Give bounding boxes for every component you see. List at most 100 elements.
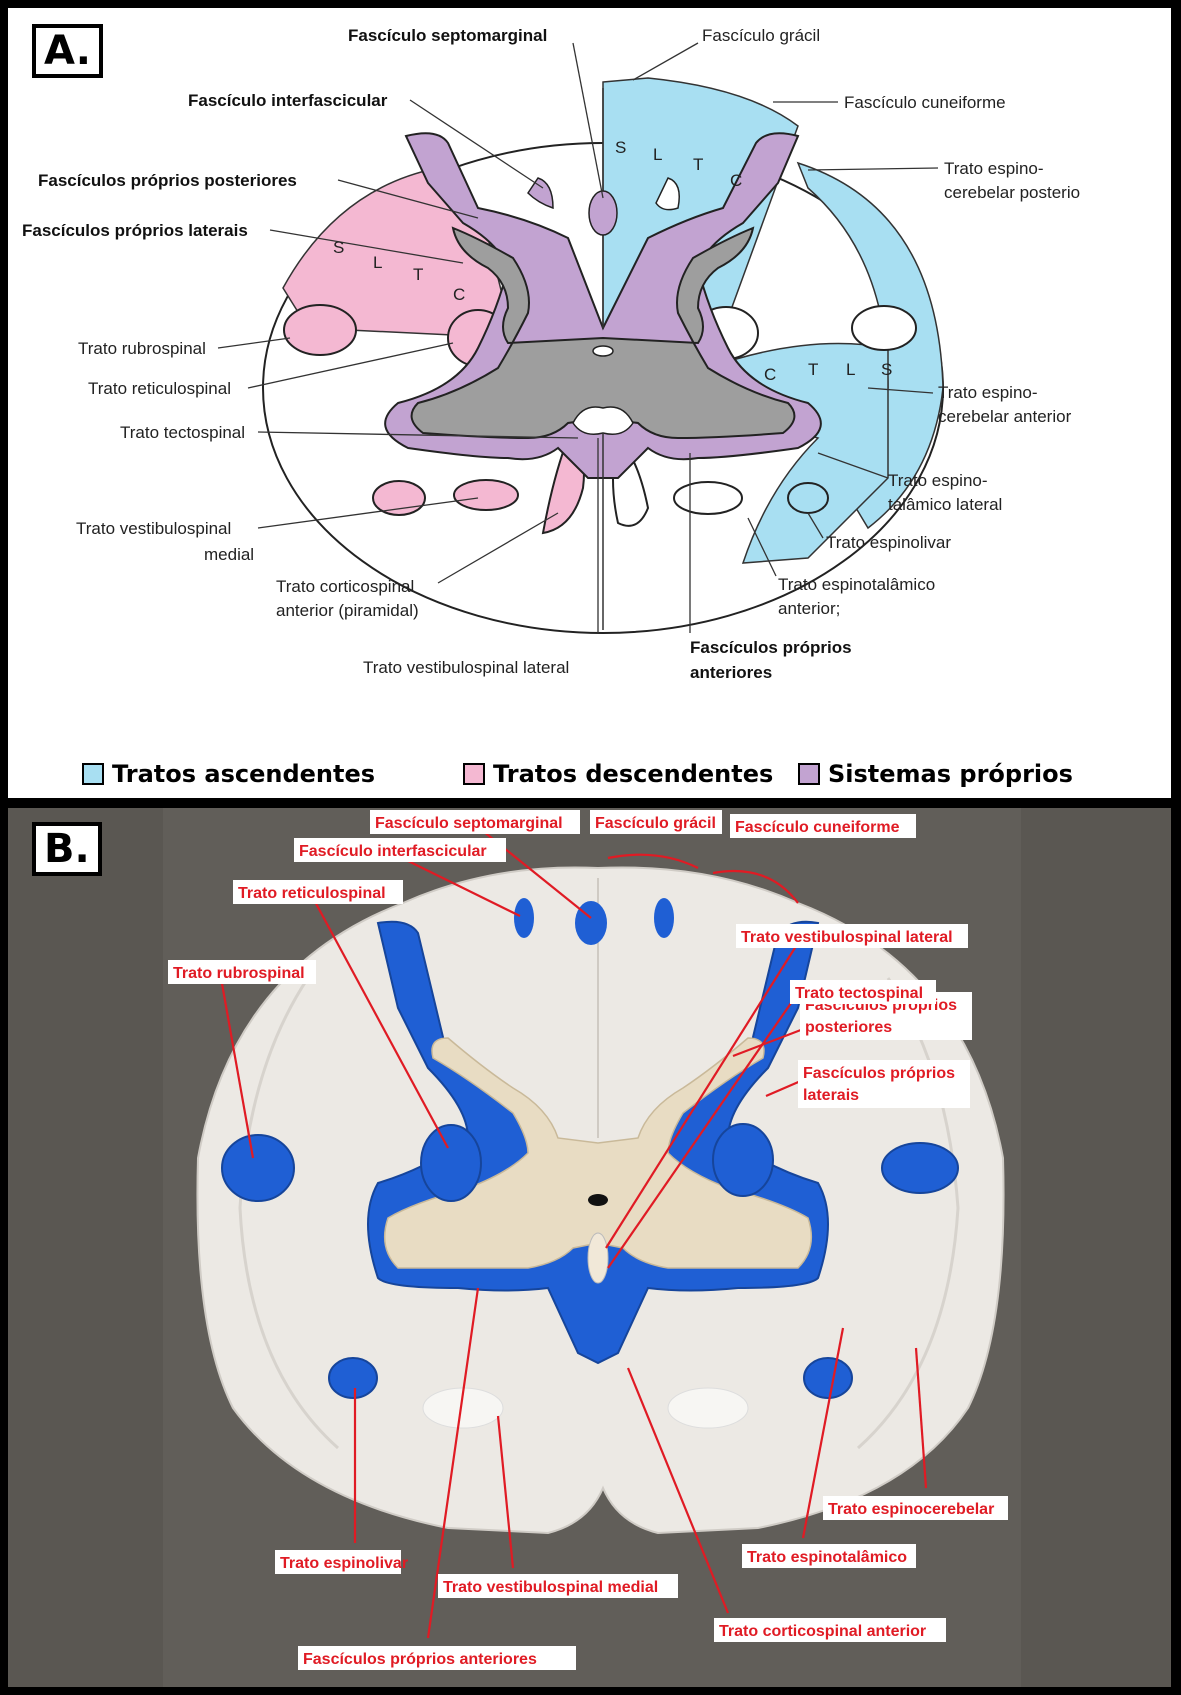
svg-text:Fascículos próprios: Fascículos próprios — [803, 1065, 955, 1082]
tag-vestibulospinal-medial: Trato vestibulospinal medial — [438, 1574, 678, 1598]
tag-cuneiforme: Fascículo cuneiforme — [730, 814, 916, 838]
label-espinotalamico-anterior-2: anterior; — [778, 599, 840, 618]
tag-vestibulospinal-lateral: Trato vestibulospinal lateral — [736, 924, 968, 948]
somatotopy-right-bottom-s: S — [881, 360, 892, 379]
label-tectospinal: Trato tectospinal — [120, 423, 245, 442]
panel-b-photo: Fascículo septomarginal Fascículo grácil… — [8, 808, 1171, 1687]
rubrospinal-tract — [284, 305, 356, 355]
right-rubrospinal — [852, 306, 916, 350]
svg-text:Trato espinolivar: Trato espinolivar — [280, 1555, 408, 1572]
legend-label-descendentes: Tratos descendentes — [493, 760, 773, 788]
tag-espinolivar: Trato espinolivar — [275, 1550, 408, 1574]
spinal-cord-diagram: S L T C S L T C C T L S Fascículo septom… — [8, 8, 1171, 748]
label-espinotalamico-anterior-1: Trato espinotalâmico — [778, 575, 935, 594]
svg-text:posteriores: posteriores — [805, 1019, 892, 1036]
tag-interfascicular: Fascículo interfascicular — [294, 838, 506, 862]
label-gracil: Fascículo grácil — [702, 26, 820, 45]
tag-rubrospinal: Trato rubrospinal — [168, 960, 316, 984]
somatotopy-left-s: S — [333, 238, 344, 257]
model-vestibulospinal-lateral — [588, 1233, 608, 1283]
somatotopy-right-top-t: T — [693, 155, 703, 174]
spinal-cord-3d-model: Fascículo septomarginal Fascículo grácil… — [8, 808, 1171, 1687]
label-vestibulospinal-medial-2: medial — [204, 545, 254, 564]
legend-swatch-descendentes — [463, 763, 485, 785]
somatotopy-left-t: T — [413, 265, 423, 284]
svg-text:Trato corticospinal anterior: Trato corticospinal anterior — [719, 1623, 926, 1640]
svg-text:laterais: laterais — [803, 1087, 859, 1104]
somatotopy-left-c: C — [453, 285, 465, 304]
right-vestibulospinal — [674, 482, 742, 514]
svg-text:Trato tectospinal: Trato tectospinal — [795, 985, 923, 1002]
somatotopy-right-top-s: S — [615, 138, 626, 157]
svg-text:Fascículos próprios anteriores: Fascículos próprios anteriores — [303, 1651, 537, 1668]
central-canal — [593, 346, 613, 356]
model-spinolivary-right — [804, 1358, 852, 1398]
model-reticulospinal-right — [713, 1124, 773, 1196]
svg-text:Trato espinocerebelar: Trato espinocerebelar — [828, 1501, 994, 1518]
legend-swatch-proprios — [798, 763, 820, 785]
svg-text:Fascículo septomarginal: Fascículo septomarginal — [375, 815, 563, 832]
svg-text:Fascículo cuneiforme: Fascículo cuneiforme — [735, 819, 900, 836]
label-espinolivar: Trato espinolivar — [826, 533, 951, 552]
model-interfascicular — [514, 898, 534, 938]
somatotopy-right-top-c: C — [730, 171, 742, 190]
model-rubrospinal-right — [882, 1143, 958, 1193]
somatotopy-right-bottom-c: C — [764, 365, 776, 384]
svg-text:Fascículo grácil: Fascículo grácil — [595, 815, 716, 832]
somatotopy-right-bottom-l: L — [846, 360, 855, 379]
svg-text:Trato reticulospinal: Trato reticulospinal — [238, 885, 386, 902]
svg-text:Trato espinotalâmico: Trato espinotalâmico — [747, 1549, 907, 1566]
tag-septomarginal: Fascículo septomarginal — [370, 810, 580, 834]
label-espinotalamico-lateral-1: Trato espino- — [888, 471, 988, 490]
model-central-canal — [588, 1194, 608, 1206]
label-interfascicular: Fascículo interfascicular — [188, 91, 388, 110]
model-reticulospinal — [421, 1125, 481, 1201]
label-espinocerebelar-anterior-2: cerebelar anterior — [938, 407, 1072, 426]
label-vestibulospinal-lateral: Trato vestibulospinal lateral — [363, 658, 569, 677]
label-corticospinal-1: Trato corticospinal — [276, 577, 414, 596]
label-vestibulospinal-medial-1: Trato vestibulospinal — [76, 519, 231, 538]
somatotopy-left-l: L — [373, 253, 382, 272]
model-rubrospinal — [222, 1135, 294, 1201]
legend-swatch-ascendentes — [82, 763, 104, 785]
label-cuneiforme: Fascículo cuneiforme — [844, 93, 1006, 112]
tag-reticulospinal: Trato reticulospinal — [233, 880, 403, 904]
model-interfascicular-right — [654, 898, 674, 938]
model-spinolivary-left — [329, 1358, 377, 1398]
legend-label-ascendentes: Tratos ascendentes — [112, 760, 375, 788]
somatotopy-right-top-l: L — [653, 145, 662, 164]
tag-espinocerebelar: Trato espinocerebelar — [823, 1496, 1008, 1520]
panel-b-tag: B. — [32, 822, 102, 876]
tag-corticospinal-anterior: Trato corticospinal anterior — [714, 1618, 946, 1642]
label-proprios-anteriores-2: anteriores — [690, 663, 772, 682]
label-septomarginal: Fascículo septomarginal — [348, 26, 547, 45]
tag-proprios-anteriores: Fascículos próprios anteriores — [298, 1646, 576, 1670]
legend-label-proprios: Sistemas próprios — [828, 760, 1073, 788]
legend-item-ascendentes: Tratos ascendentes — [82, 760, 375, 788]
label-corticospinal-2: anterior (piramidal) — [276, 601, 419, 620]
tag-gracil: Fascículo grácil — [590, 810, 722, 834]
vestibulospinal-lateral-tract — [573, 407, 633, 434]
spinolivary-tract — [788, 483, 828, 513]
label-proprios-posteriores: Fascículos próprios posteriores — [38, 171, 297, 190]
panel-a-diagram: A. — [8, 8, 1171, 798]
model-vestibulospinal-medial-right — [668, 1388, 748, 1428]
vestibulospinal-medial-left — [373, 481, 425, 515]
label-proprios-anteriores-1: Fascículos próprios — [690, 638, 852, 657]
svg-text:Fascículo interfascicular: Fascículo interfascicular — [299, 843, 487, 860]
legend-item-proprios: Sistemas próprios — [798, 760, 1073, 788]
svg-text:Trato vestibulospinal lateral: Trato vestibulospinal lateral — [741, 929, 953, 946]
somatotopy-right-bottom-t: T — [808, 360, 818, 379]
tag-proprios-laterais: Fascículos próprios laterais — [798, 1060, 970, 1108]
label-espinocerebelar-posterior-1: Trato espino- — [944, 159, 1044, 178]
vestibulospinal-medial — [454, 480, 518, 510]
label-reticulospinal: Trato reticulospinal — [88, 379, 231, 398]
label-proprios-laterais: Fascículos próprios laterais — [22, 221, 248, 240]
tag-espinotalamico: Trato espinotalâmico — [742, 1544, 916, 1568]
tag-tectospinal: Trato tectospinal — [790, 980, 936, 1004]
label-espinocerebelar-anterior-1: Trato espino- — [938, 383, 1038, 402]
svg-text:Trato vestibulospinal medial: Trato vestibulospinal medial — [443, 1579, 658, 1596]
label-rubrospinal: Trato rubrospinal — [78, 339, 206, 358]
svg-text:Trato rubrospinal: Trato rubrospinal — [173, 965, 305, 982]
label-espinotalamico-lateral-2: talâmico lateral — [888, 495, 1002, 514]
